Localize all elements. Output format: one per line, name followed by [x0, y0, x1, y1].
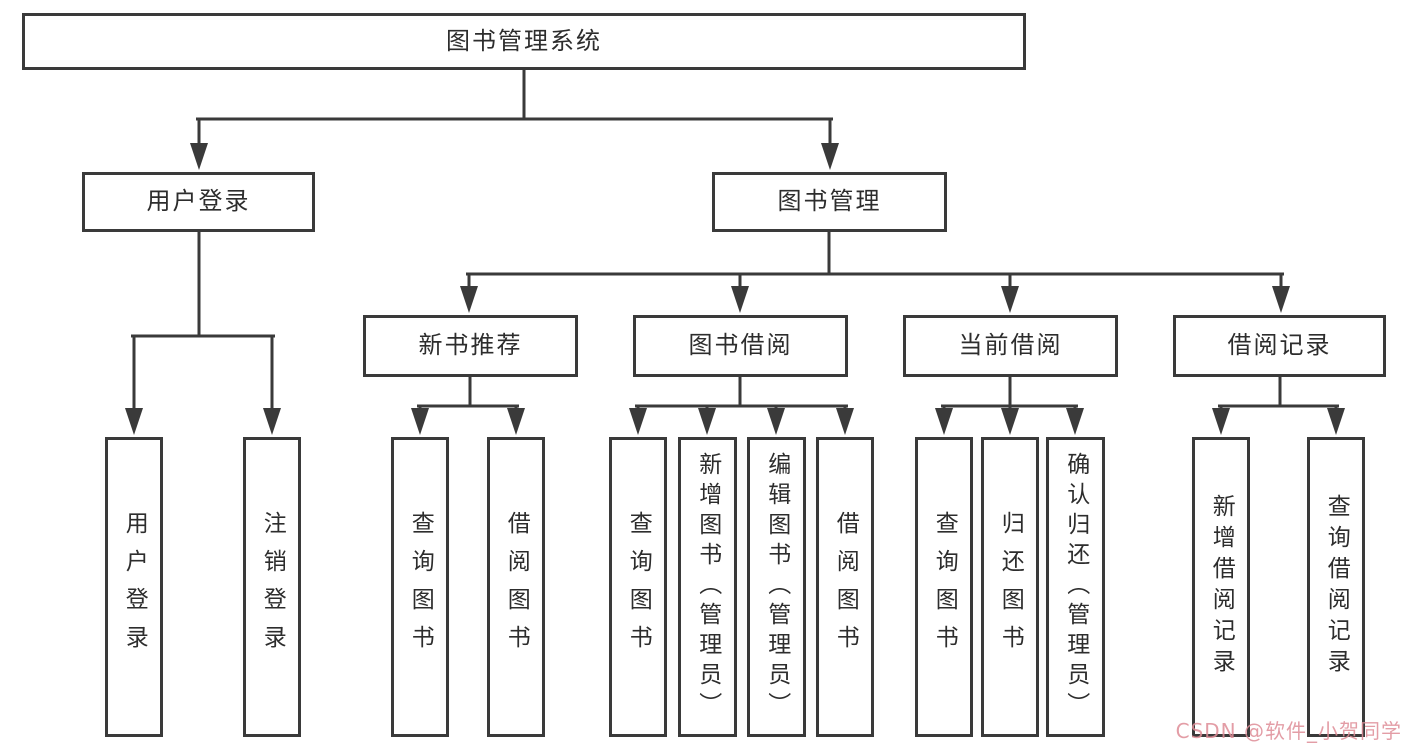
- leaf-user-login: 用户登录: [105, 437, 163, 737]
- connector-root: [196, 68, 833, 148]
- arrow-icon: [507, 408, 525, 435]
- leaf-borrow-books-recommend: 借阅图书: [487, 437, 545, 737]
- node-user-login: 用户登录: [82, 172, 315, 232]
- leaf-query-borrow-record: 查询借阅记录: [1307, 437, 1365, 737]
- arrow-icon: [1212, 408, 1230, 435]
- connector-new-book-recommend: [417, 375, 519, 412]
- arrow-icon: [460, 286, 478, 313]
- csdn-watermark: CSDN @软件_小贺同学: [1175, 719, 1402, 743]
- arrow-icon: [935, 408, 953, 435]
- arrow-icon: [731, 286, 749, 313]
- arrow-icon: [1001, 286, 1019, 313]
- node-new-book-recommend: 新书推荐: [363, 315, 578, 377]
- arrow-icon: [836, 408, 854, 435]
- node-book-borrow: 图书借阅: [633, 315, 848, 377]
- node-root: 图书管理系统: [22, 13, 1026, 70]
- arrow-icon: [1001, 408, 1019, 435]
- node-book-management: 图书管理: [712, 172, 947, 232]
- leaf-borrow-books: 借阅图书: [816, 437, 874, 737]
- leaf-query-books-recommend: 查询图书: [391, 437, 449, 737]
- arrow-icon: [698, 408, 716, 435]
- arrow-icon: [263, 408, 281, 435]
- leaf-add-borrow-record: 新增借阅记录: [1192, 437, 1250, 737]
- arrow-icon: [190, 143, 208, 170]
- arrow-icon: [1066, 408, 1084, 435]
- arrow-icon: [629, 408, 647, 435]
- connector-book-management: [466, 230, 1284, 292]
- leaf-query-books-borrow: 查询图书: [609, 437, 667, 737]
- connector-user-login: [131, 230, 275, 412]
- arrow-icon: [1327, 408, 1345, 435]
- leaf-return-books: 归还图书: [981, 437, 1039, 737]
- leaf-edit-book-admin: 编辑图书（管理员）: [747, 437, 806, 737]
- arrow-icon: [125, 408, 143, 435]
- connector-book-borrow: [635, 375, 848, 412]
- node-current-borrow: 当前借阅: [903, 315, 1118, 377]
- arrowheads: [125, 143, 1345, 435]
- leaf-logout: 注销登录: [243, 437, 301, 737]
- connector-borrow-records: [1218, 375, 1339, 412]
- arrow-icon: [767, 408, 785, 435]
- arrow-icon: [1272, 286, 1290, 313]
- connector-current-borrow: [941, 375, 1078, 412]
- leaf-confirm-return-admin: 确认归还（管理员）: [1046, 437, 1105, 737]
- arrow-icon: [821, 143, 839, 170]
- leaf-query-books-current: 查询图书: [915, 437, 973, 737]
- leaf-add-book-admin: 新增图书（管理员）: [678, 437, 737, 737]
- node-borrow-records: 借阅记录: [1173, 315, 1386, 377]
- arrow-icon: [411, 408, 429, 435]
